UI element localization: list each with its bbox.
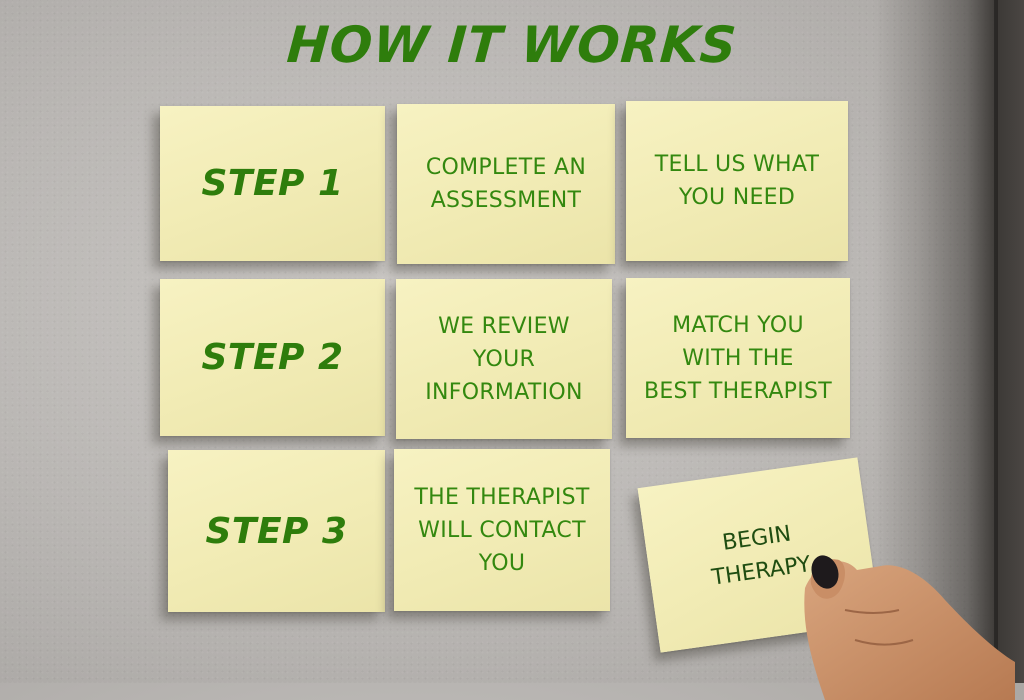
hand-holding-note <box>804 555 1015 700</box>
sticky-note-step-1: STEP 1 <box>160 106 385 261</box>
sticky-note-step-3: STEP 3 <box>168 450 385 612</box>
sticky-note-match-you-with-best-therapist: MATCH YOU WITH THE BEST THERAPIST <box>626 278 850 438</box>
door-edge <box>994 0 998 683</box>
sticky-note-we-review-your-information: WE REVIEW YOUR INFORMATION <box>396 279 612 439</box>
complete-assessment-text: COMPLETE AN ASSESSMENT <box>425 155 587 213</box>
sticky-note-step-2: STEP 2 <box>160 279 385 436</box>
step-3-label: STEP 3 <box>205 510 348 552</box>
step-2-label: STEP 2 <box>201 337 344 378</box>
page-title: HOW IT WORKS <box>284 16 739 74</box>
sticky-note-therapist-will-contact-you: THE THERAPIST WILL CONTACT YOU <box>394 449 610 611</box>
sticky-note-tell-us-what-you-need: TELL US WHAT YOU NEED <box>626 101 848 261</box>
match-you-with-best-therapist-text: MATCH YOU WITH THE BEST THERAPIST <box>643 312 833 404</box>
we-review-your-information-text: WE REVIEW YOUR INFORMATION <box>425 313 583 405</box>
sticky-note-complete-assessment: COMPLETE AN ASSESSMENT <box>397 104 615 264</box>
therapist-will-contact-you-text: THE THERAPIST WILL CONTACT YOU <box>414 484 590 576</box>
step-1-label: STEP 1 <box>201 163 344 204</box>
tell-us-what-you-need-text: TELL US WHAT YOU NEED <box>654 152 820 210</box>
